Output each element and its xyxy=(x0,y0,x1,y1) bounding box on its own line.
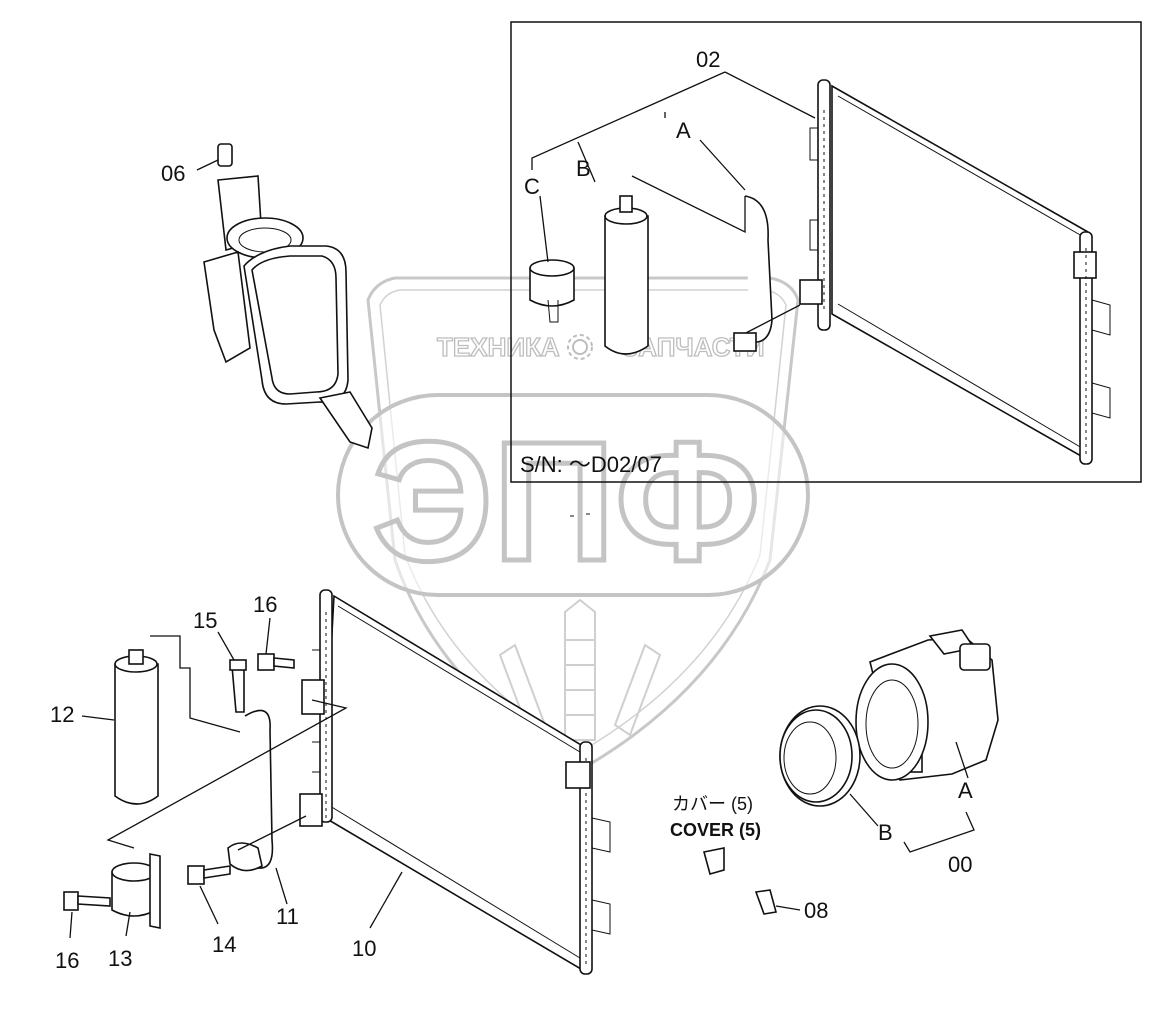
compressor-assembly: A xyxy=(855,629,999,803)
bolt-15: 15 xyxy=(193,608,247,713)
cover-part xyxy=(703,847,725,875)
main-condenser: 10 xyxy=(299,589,611,975)
label-11: 11 xyxy=(276,904,299,929)
label-compressor-a: A xyxy=(958,778,973,803)
label-13: 13 xyxy=(108,946,132,971)
inset-label-02: 02 xyxy=(696,47,720,72)
inset-serial-number: S/N: ～D02/07 xyxy=(520,452,662,477)
inset-receiver-drier xyxy=(604,195,649,355)
watermark-shield-inner-icon xyxy=(379,289,787,753)
bolt-14: 14 xyxy=(187,865,236,957)
inset-condenser xyxy=(799,79,1111,465)
clutch-pulley: B xyxy=(779,705,893,845)
label-cover-en: COVER (5) xyxy=(670,820,761,840)
label-cover-jp: カバー (5) xyxy=(672,794,753,814)
label-16-top: 16 xyxy=(253,592,277,617)
receiver-drier: 12 xyxy=(50,649,159,805)
bracket-13: 13 xyxy=(108,853,161,971)
label-14: 14 xyxy=(212,932,236,957)
watermark-gear-icon xyxy=(567,334,593,360)
label-compressor-b: B xyxy=(878,820,893,845)
inset-label-a: A xyxy=(676,118,691,143)
watermark-banner xyxy=(336,393,810,597)
label-08: 08 xyxy=(804,898,828,923)
bolt-16-top: 16 xyxy=(253,592,295,671)
watermark-logo-letters: ЭПФ xyxy=(372,407,760,597)
inset-bracket xyxy=(529,259,575,323)
inset-label-c: C xyxy=(524,174,540,199)
label-16-bottom: 16 xyxy=(55,948,79,973)
inset-frame xyxy=(510,21,1142,483)
inset-panel: 02 A B C S/N: ～D02/07 xyxy=(510,21,1142,483)
label-12: 12 xyxy=(50,702,74,727)
watermark-left-word: ТЕХНИКА xyxy=(437,332,560,362)
pipe-assembly: 11 xyxy=(227,709,299,929)
label-15: 15 xyxy=(193,608,217,633)
clip-08: 08 xyxy=(754,889,828,923)
label-10: 10 xyxy=(352,936,376,961)
label-06: 06 xyxy=(161,161,185,186)
inset-label-b: B xyxy=(576,156,591,181)
blower-housing: 06 xyxy=(161,143,373,450)
bolt-16-bottom: 16 xyxy=(55,891,111,973)
label-00: 00 xyxy=(948,852,972,877)
inset-pipe-a xyxy=(744,195,773,344)
